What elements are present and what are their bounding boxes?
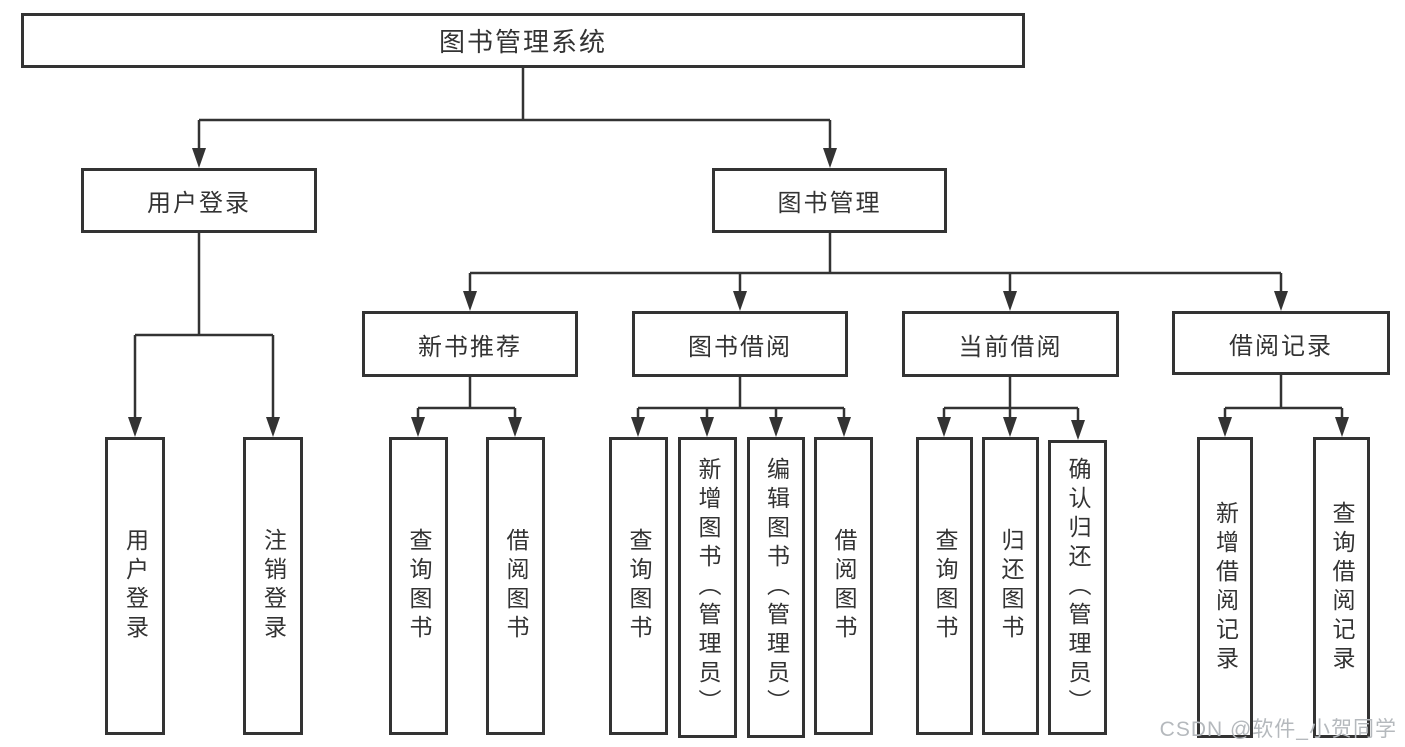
leaf-edit-book-admin: 编辑图书（管理员） [747,437,805,738]
node-borrowing-records: 借阅记录 [1172,311,1390,375]
leaf-borrow-books-borrowing: 借阅图书 [814,437,873,735]
node-current-borrowing: 当前借阅 [902,311,1119,377]
leaf-query-books-borrowing: 查询图书 [609,437,668,735]
leaf-return-books: 归还图书 [982,437,1039,735]
leaf-query-books-recommend: 查询图书 [389,437,448,735]
node-label: 新书推荐 [418,333,522,361]
node-library-system: 图书管理系统 [21,13,1025,68]
watermark: CSDN @软件_小贺同学 [1159,718,1397,741]
node-user-login: 用户登录 [81,168,317,233]
node-label: 借阅记录 [1229,332,1333,360]
node-label: 归还图书 [998,528,1024,644]
arrowheads [128,148,1349,440]
leaf-query-borrow-record: 查询借阅记录 [1313,437,1370,738]
node-label: 用户登录 [147,190,251,217]
node-label: 查询图书 [406,528,432,644]
node-label: 编辑图书（管理员） [763,457,790,718]
leaf-confirm-return-admin: 确认归还（管理员） [1048,440,1107,735]
node-label: 借阅图书 [831,528,857,644]
node-book-management: 图书管理 [712,168,947,233]
node-book-borrowing: 图书借阅 [632,311,848,377]
node-label: 图书管理系统 [438,27,607,57]
node-label: 注销登录 [260,528,287,644]
node-label: 图书管理 [777,190,882,217]
node-label: 借阅图书 [503,528,529,644]
node-label: 当前借阅 [958,333,1063,361]
node-label: 新增图书（管理员） [695,457,721,718]
node-label: 图书借阅 [688,333,792,361]
leaf-user-login: 用户登录 [105,437,165,735]
leaf-borrow-books-recommend: 借阅图书 [486,437,545,735]
leaf-query-books-current: 查询图书 [916,437,973,735]
node-label: 用户登录 [122,528,149,644]
leaf-logout: 注销登录 [243,437,303,735]
leaf-add-book-admin: 新增图书（管理员） [678,437,737,738]
node-label: 查询图书 [932,528,958,644]
node-label: 确认归还（管理员） [1065,457,1091,718]
leaf-add-borrow-record: 新增借阅记录 [1197,437,1253,738]
node-new-book-recommendation: 新书推荐 [362,311,578,377]
node-label: 查询借阅记录 [1329,500,1355,675]
node-label: 查询图书 [626,528,652,644]
node-label: 新增借阅记录 [1212,500,1239,675]
